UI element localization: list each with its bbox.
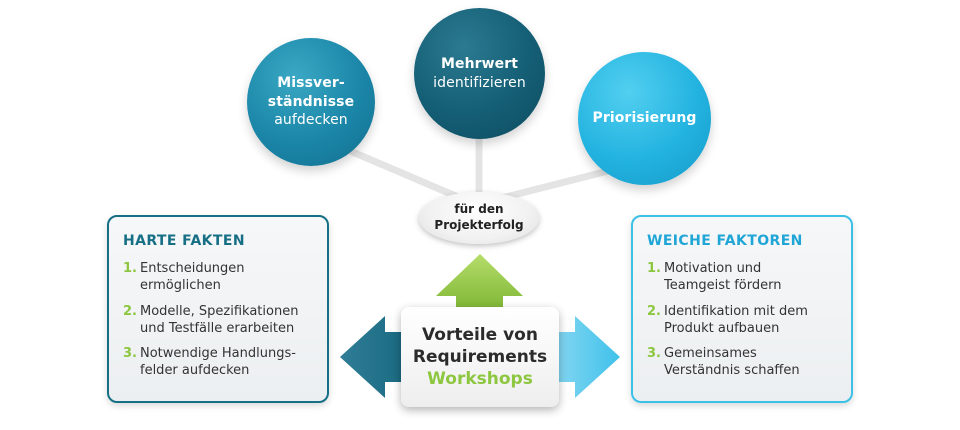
list-text: Modelle, Spezifikationen bbox=[140, 303, 299, 319]
list-text: Verständnis schaffen bbox=[664, 363, 800, 379]
hub-line-1: für den bbox=[454, 202, 504, 217]
center-line-1: Vorteile von bbox=[422, 324, 538, 345]
circle-1-line-1: Missver- bbox=[277, 75, 345, 92]
list-number: 3. bbox=[647, 346, 661, 362]
arrow-right bbox=[554, 316, 620, 398]
list-item: 3. Gemeinsames Verständnis schaffen bbox=[647, 345, 839, 380]
list-text: Gemeinsames bbox=[664, 346, 757, 362]
connector-left bbox=[344, 146, 469, 204]
circle-3-line-1: Priorisierung bbox=[592, 110, 697, 127]
list-item: 1. Entscheidungen ermöglichen bbox=[123, 260, 315, 295]
hub-line-2: Projekterfolg bbox=[434, 218, 524, 232]
center-line-3: Workshops bbox=[427, 369, 533, 390]
center-line-2: Requirements bbox=[412, 346, 548, 367]
circle-1-line-3: aufdecken bbox=[274, 112, 348, 129]
circle-2-line-2: identifizieren bbox=[433, 74, 526, 91]
circle-1-line-2: ständnisse bbox=[267, 93, 355, 110]
list-text: ermöglichen bbox=[140, 278, 221, 294]
list-number: 2. bbox=[123, 303, 137, 319]
list-text: Notwendige Handlungs- bbox=[140, 346, 296, 362]
list-number: 1. bbox=[123, 261, 137, 276]
list-number: 3. bbox=[123, 346, 137, 362]
center-title-box: Vorteile von Requirements Workshops bbox=[401, 307, 559, 407]
arrow-up bbox=[436, 254, 523, 312]
list-number: 1. bbox=[647, 261, 661, 276]
circle-missverstaendnisse: Missver- ständnisse aufdecken bbox=[247, 38, 375, 166]
connector-right bbox=[490, 166, 616, 204]
arrow-left bbox=[340, 316, 406, 398]
hub-projekterfolg: für den Projekterfolg bbox=[419, 192, 539, 244]
list-text: und Testfälle erarbeiten bbox=[140, 320, 295, 336]
list-item: 1. Motivation und Teamgeist fördern bbox=[647, 260, 839, 295]
list-text: felder aufdecken bbox=[140, 363, 250, 379]
panel-weiche-faktoren: WEICHE FAKTOREN 1. Motivation und Teamge… bbox=[631, 215, 853, 403]
panel-harte-fakten: HARTE FAKTEN 1. Entscheidungen ermöglich… bbox=[107, 215, 329, 403]
circle-2-line-1: Mehrwert bbox=[440, 56, 519, 73]
list-text: Motivation und bbox=[664, 261, 762, 276]
list-text: Produkt aufbauen bbox=[664, 320, 780, 336]
list-text: Identifikation mit dem bbox=[664, 303, 808, 319]
panel-right-title: WEICHE FAKTOREN bbox=[647, 233, 803, 249]
circle-mehrwert: Mehrwert identifizieren bbox=[414, 8, 545, 139]
list-number: 2. bbox=[647, 303, 661, 319]
list-item: 3. Notwendige Handlungs- felder aufdecke… bbox=[123, 345, 315, 380]
panel-left-title: HARTE FAKTEN bbox=[123, 233, 245, 249]
list-item: 2. Modelle, Spezifikationen und Testfäll… bbox=[123, 303, 315, 338]
list-text: Teamgeist fördern bbox=[664, 278, 782, 294]
list-text: Entscheidungen bbox=[140, 261, 245, 276]
circle-priorisierung: Priorisierung bbox=[578, 52, 711, 185]
list-item: 2. Identifikation mit dem Produkt aufbau… bbox=[647, 303, 839, 338]
